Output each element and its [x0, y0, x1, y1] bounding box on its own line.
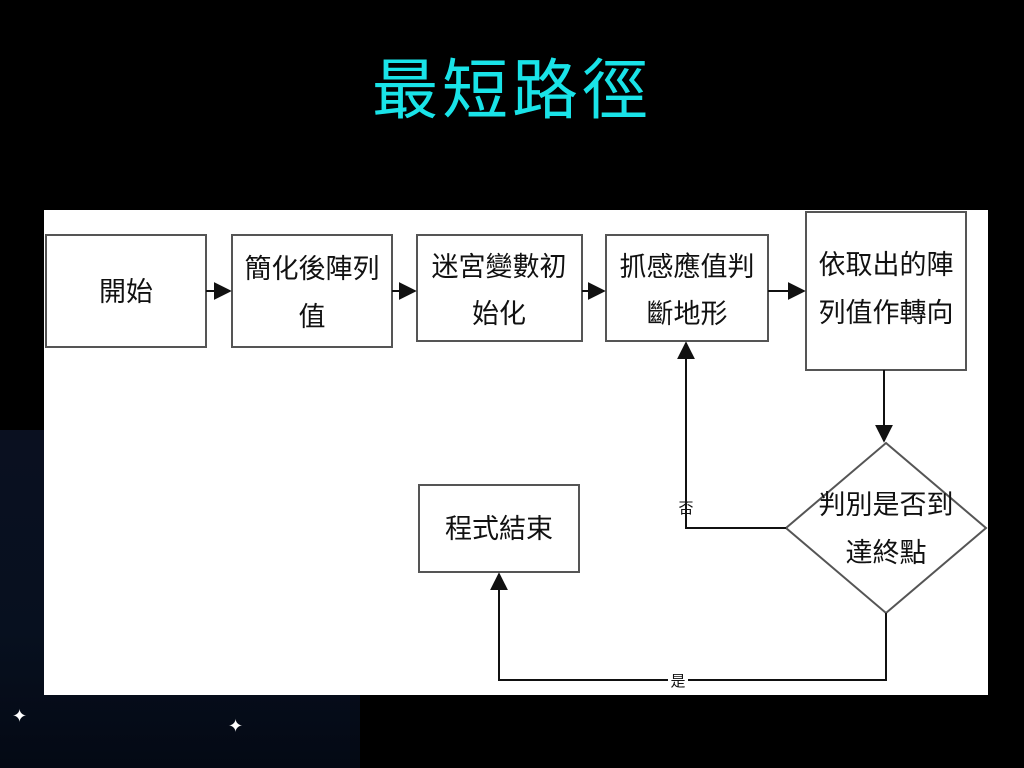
node-grab-value: 抓感應值判 斷地形	[605, 234, 769, 342]
node-check-end: 判別是否到 達終點	[784, 441, 988, 615]
edge-label-yes: 是	[670, 672, 685, 690]
star-icon: ✦	[228, 716, 244, 737]
star-icon: ✦	[12, 706, 28, 727]
slide-title: 最短路徑	[372, 52, 652, 129]
node-turn-label-line2: 列值作轉向	[819, 298, 954, 329]
flowchart-panel: 開始 簡化後陣列 值 迷宮變數初 始化 抓感應值判 斷地形	[44, 210, 988, 695]
node-check-end-label-line2: 達終點	[846, 538, 927, 569]
node-grab-value-label-line1: 抓感應值判	[620, 252, 755, 283]
node-simplify-label-line1: 簡化後陣列	[245, 254, 380, 285]
edge-label-yes-bg	[668, 670, 688, 690]
node-finish: 程式結束	[418, 484, 580, 573]
node-simplify: 簡化後陣列 值	[231, 234, 393, 348]
node-finish-label: 程式結束	[445, 514, 553, 545]
node-grab-value-label-line2: 斷地形	[647, 299, 728, 330]
node-turn: 依取出的陣 列值作轉向	[805, 211, 967, 371]
node-check-end-label-line1: 判別是否到	[819, 490, 954, 521]
flowchart: 開始 簡化後陣列 值 迷宮變數初 始化 抓感應值判 斷地形	[45, 211, 988, 690]
node-init-maze-label-line2: 始化	[472, 299, 526, 330]
node-simplify-label-line2: 值	[299, 302, 326, 333]
node-start-label: 開始	[99, 277, 153, 308]
edge-label-no: 否	[678, 499, 693, 517]
edge-check-yes	[490, 572, 887, 681]
node-start: 開始	[45, 234, 207, 348]
node-turn-label-line1: 依取出的陣	[819, 250, 954, 281]
node-init-maze: 迷宮變數初 始化	[416, 234, 583, 342]
edge-check-no	[677, 341, 786, 529]
node-init-maze-label-line1: 迷宮變數初	[432, 252, 567, 283]
